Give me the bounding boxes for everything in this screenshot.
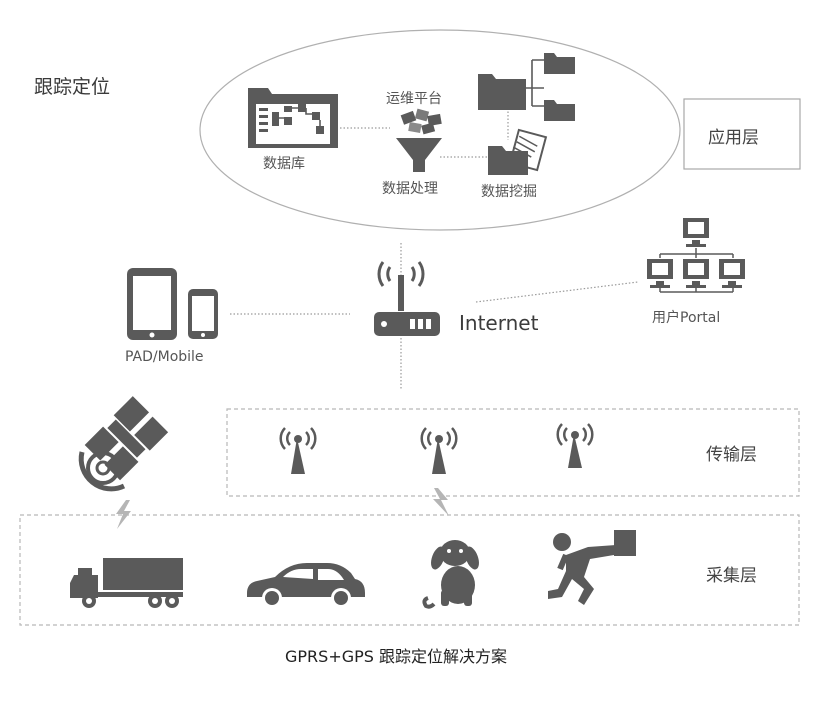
person-icon [548,530,636,605]
application-layer-label: 应用层 [708,128,759,148]
network-computers-icon [647,218,745,293]
ops-platform-label: 运维平台 [386,91,442,107]
funnel-icon [396,138,442,172]
collection-layer-box [19,514,800,626]
lightning-icon [433,488,449,516]
satellite-icon [78,396,169,492]
car-icon [247,563,365,608]
lightning-icon [116,500,131,529]
database-icon [248,88,338,148]
data-processing-label: 数据处理 [382,181,438,197]
database-label: 数据库 [263,156,305,172]
data-mining-icon [488,128,548,175]
phone-icon [188,289,218,339]
dog-icon [422,540,479,609]
tablet-icon [127,268,177,340]
truck-icon [70,558,183,608]
collection-layer-label: 采集层 [706,566,757,586]
transport-layer-box [226,408,800,497]
data-mining-label: 数据挖掘 [481,184,537,200]
radio-tower-icon [420,427,458,474]
platform-ellipse [199,29,681,231]
diagram-caption: GPRS+GPS 跟踪定位解决方案 [285,647,508,666]
user-portal-label: 用户Portal [652,310,721,326]
transport-layer-label: 传输层 [706,445,757,465]
pad-mobile-label: PAD/Mobile [125,349,204,365]
radio-tower-icon [279,427,317,474]
wifi-router-icon [374,261,440,336]
application-layer-box [683,98,801,170]
section-title: 跟踪定位 [34,76,111,98]
internet-label: Internet [459,311,539,335]
connection-lines [230,108,639,390]
folder-tree-icon [478,53,575,121]
radio-tower-icon [556,423,594,468]
ops-icons [400,108,442,135]
